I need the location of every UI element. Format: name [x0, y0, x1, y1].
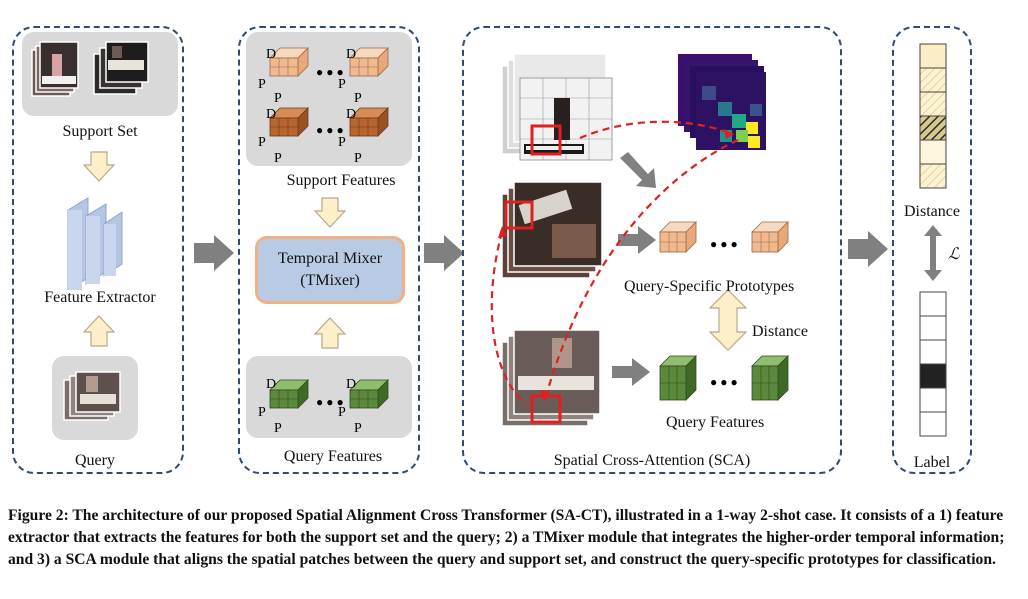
distance-label-output: Distance: [904, 203, 960, 220]
support-set-label: Support Set: [62, 123, 138, 140]
gray-right-arrow-3: [848, 231, 888, 267]
dim-p-label: P: [274, 91, 282, 106]
tmixer-block: Temporal Mixer (TMixer): [255, 236, 405, 304]
output-panel: [892, 26, 972, 474]
query-images: [63, 371, 121, 421]
dim-p-label: P: [258, 405, 266, 420]
gray-diag-arrow: [620, 152, 656, 188]
feature-extractor-panel: [12, 26, 184, 474]
red-attention-arrow: [544, 139, 739, 397]
dim-d-label: D: [346, 107, 356, 122]
sca-diagram: ● ● ● ● ● ●: [490, 53, 789, 427]
prototypes-label: Query-Specific Prototypes: [624, 278, 795, 295]
query-frames: [501, 329, 601, 427]
support-features-cubes: D D P P P P D D P P P P ● ● ● ● ● ●: [258, 47, 389, 166]
ellipsis-dots: ● ● ●: [710, 237, 738, 251]
red-attention-arrow: [490, 231, 527, 405]
prototype-cube: [751, 221, 789, 253]
query-features-label-sca: Query Features: [666, 414, 765, 431]
dim-p-label: P: [258, 77, 266, 92]
cream-up-arrow-1: [82, 315, 116, 347]
support-set-images: [31, 41, 149, 97]
dim-p-label: P: [274, 151, 282, 166]
query-feature-cube: [659, 355, 697, 401]
gray-right-arrow-query: [612, 358, 650, 386]
dim-d-label: D: [346, 47, 356, 62]
support-frames: [501, 53, 613, 161]
dim-d-label: D: [266, 377, 276, 392]
dim-p-label: P: [354, 91, 362, 106]
feature-extractor-label: Feature Extractor: [44, 289, 156, 306]
distance-label-sca: Distance: [752, 323, 808, 340]
caption-text: Figure 2: The architecture of our propos…: [8, 507, 1005, 568]
support-features-label: Support Features: [286, 172, 396, 189]
tmixer-abbrev: (TMixer): [300, 272, 360, 289]
ellipsis-dots: ● ● ●: [316, 395, 344, 409]
dim-p-label: P: [338, 77, 346, 92]
sca-panel: [462, 26, 842, 474]
dim-p-label: P: [338, 135, 346, 150]
loss-double-arrow: [924, 225, 942, 281]
dim-p-label: P: [354, 151, 362, 166]
query-features-cubes: D D P P P P ● ● ●: [258, 377, 389, 436]
label-label: Label: [913, 454, 951, 471]
ellipsis-dots: ● ● ●: [316, 123, 344, 137]
distance-double-arrow: [708, 289, 748, 351]
sca-title: Spatial Cross-Attention (SCA): [553, 452, 751, 469]
query-features-label-mid: Query Features: [283, 448, 383, 465]
loss-symbol: ℒ: [948, 246, 960, 263]
dim-d-label: D: [266, 107, 276, 122]
feature-extractor-icon: [67, 197, 123, 290]
dim-p-label: P: [258, 135, 266, 150]
dim-p-label: P: [274, 421, 282, 436]
tmixer-title: Temporal Mixer: [277, 250, 383, 267]
cream-down-arrow-1: [82, 151, 116, 182]
ellipsis-dots: ● ● ●: [710, 375, 738, 389]
dim-d-label: D: [266, 47, 276, 62]
attention-heatmap: [678, 54, 766, 150]
tmixer-panel: [238, 26, 420, 474]
distance-bar: [919, 43, 947, 189]
label-bar: [919, 291, 947, 437]
figure-caption: Figure 2: The architecture of our propos…: [8, 505, 1020, 571]
dim-d-label: D: [346, 377, 356, 392]
dim-p-label: P: [354, 421, 362, 436]
gray-right-arrow-2: [424, 235, 464, 271]
cream-up-arrow-2: [313, 317, 347, 349]
ellipsis-dots: ● ● ●: [316, 65, 344, 79]
gray-right-arrow-proto: [618, 226, 656, 254]
gray-right-arrow-1: [194, 235, 234, 271]
prototype-cube: [659, 221, 697, 253]
support-frames-middle: [501, 181, 603, 279]
query-feature-cube: [751, 355, 789, 401]
cream-down-arrow-2: [313, 197, 347, 228]
query-label: Query: [75, 452, 115, 469]
dim-p-label: P: [338, 405, 346, 420]
